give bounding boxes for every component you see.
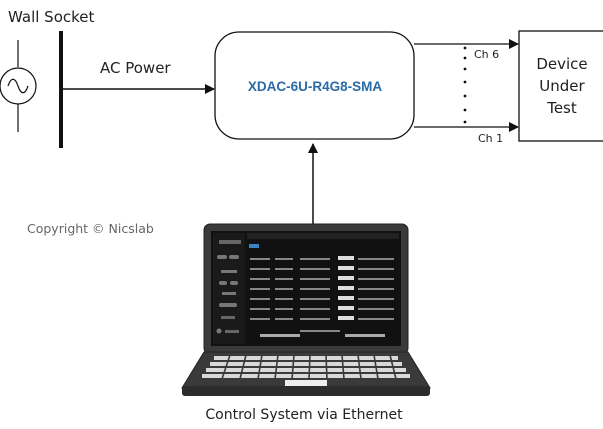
wall-socket-label: Wall Socket [8, 8, 94, 26]
device-box [214, 31, 415, 140]
dut-line-3: Test [546, 99, 577, 117]
copyright-label: Copyright © Nicslab [27, 221, 154, 236]
dut-line-2: Under [539, 77, 585, 95]
control-system-label: Control System via Ethernet [205, 407, 403, 423]
device-name: XDAC-6U-R4G8-SMA [248, 79, 383, 94]
power-bus-bar [59, 31, 63, 148]
channel-connectors [414, 39, 519, 132]
channel-6-label: Ch 6 [474, 48, 499, 61]
ac-power-label: AC Power [100, 59, 171, 77]
dut-line-1: Device [536, 55, 587, 73]
device-under-test-box [518, 30, 603, 142]
channel-1-label: Ch 1 [478, 132, 503, 145]
ac-source-icon [0, 40, 37, 132]
laptop-icon [181, 223, 431, 396]
